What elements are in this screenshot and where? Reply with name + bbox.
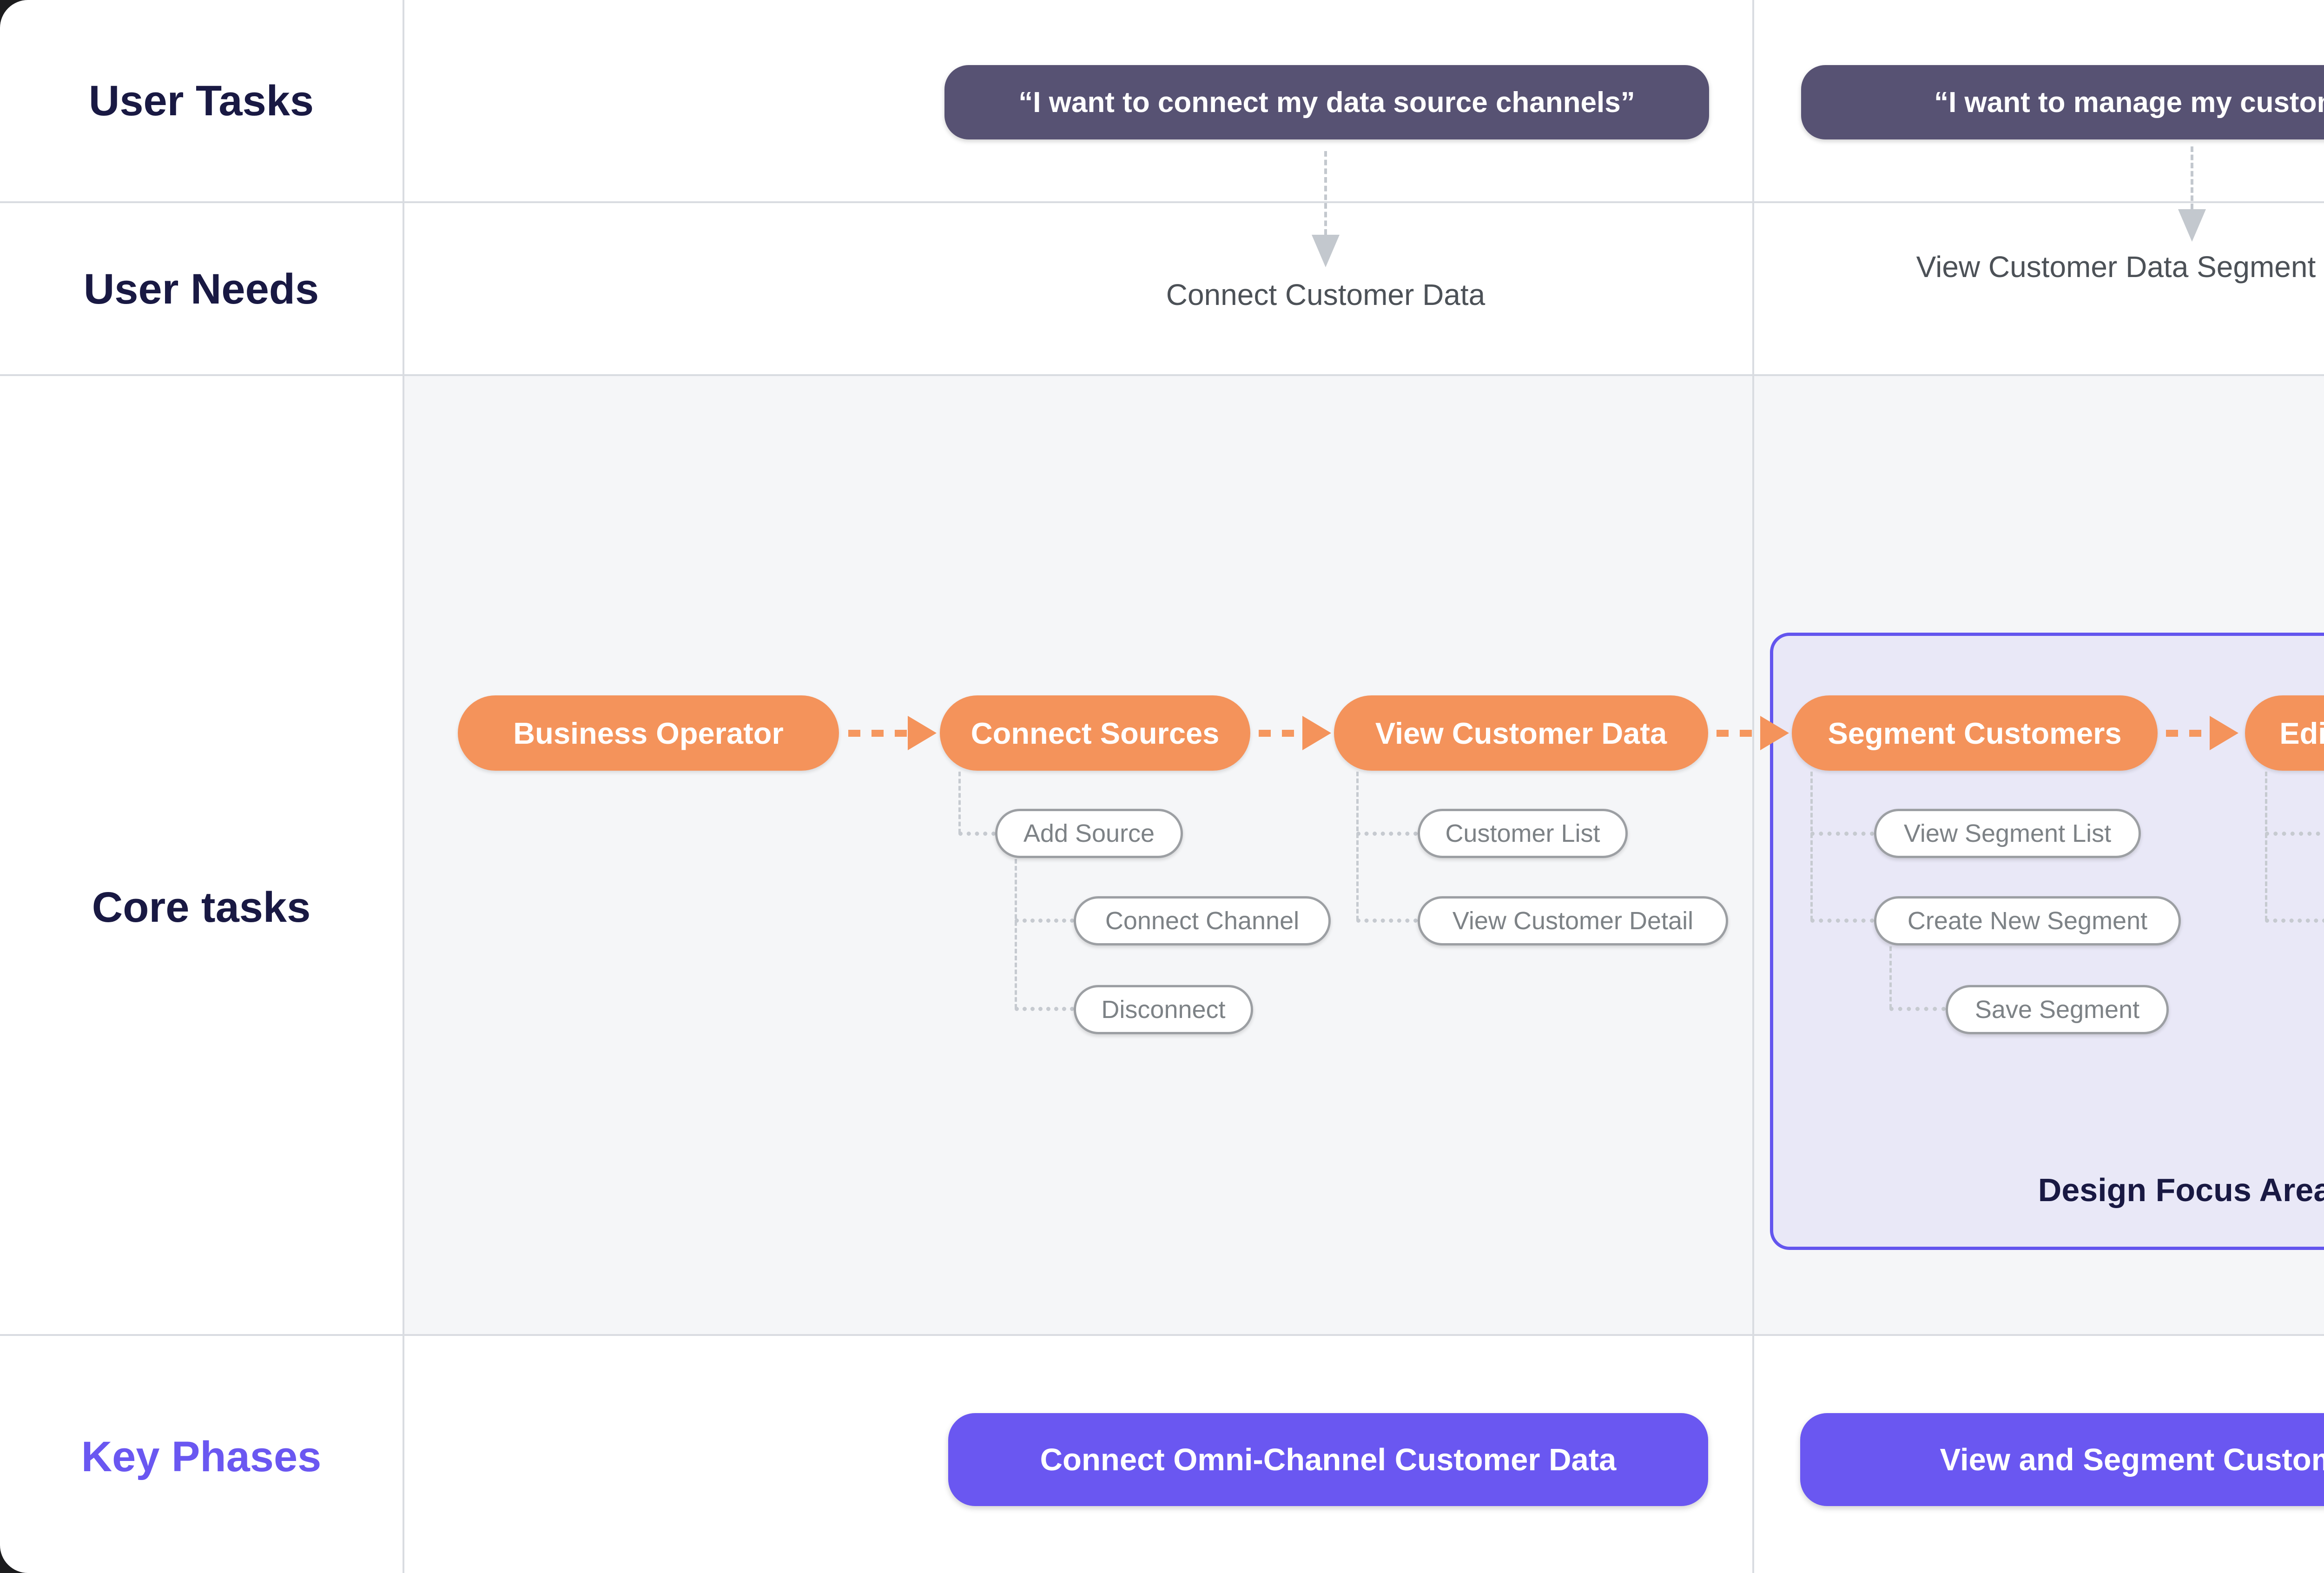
subtask-disconnect[interactable]: Disconnect (1074, 985, 1253, 1034)
subtask-connector (2265, 772, 2267, 920)
subtask-connector (1356, 832, 1418, 836)
arrow-right-icon (1760, 716, 1789, 750)
grid-line-row3 (0, 1334, 2324, 1336)
node-view-customer-data[interactable]: View Customer Data (1334, 695, 1708, 771)
subtask-connector (1356, 772, 1359, 920)
node-connect-sources[interactable]: Connect Sources (940, 695, 1250, 771)
subtask-connector (1810, 919, 1874, 923)
quote-pill-manage-data[interactable]: “I want to manage my customer data” (1801, 65, 2324, 139)
arrow-down-icon (1312, 235, 1340, 267)
subtask-customer-list[interactable]: Customer List (1418, 809, 1628, 858)
subtask-view-customer-detail[interactable]: View Customer Detail (1418, 896, 1728, 945)
flow-arrow-dash (1717, 730, 1761, 737)
subtask-connector (1810, 772, 1813, 920)
flow-arrow-dash (2166, 730, 2211, 737)
subtask-connector (1015, 919, 1074, 923)
node-segment-customers[interactable]: Segment Customers (1792, 695, 2158, 771)
quote-to-need-connector-right (2191, 146, 2193, 209)
row-label-core-tasks: Core tasks (92, 884, 311, 931)
subtask-connector (1015, 859, 1017, 1009)
subtask-connect-channel[interactable]: Connect Channel (1074, 896, 1331, 945)
quote-to-need-connector-left (1324, 151, 1327, 235)
row-label-key-phases: Key Phases (81, 1433, 322, 1480)
subtask-create-new-segment[interactable]: Create New Segment (1874, 896, 2181, 945)
row-label-user-needs: User Needs (83, 265, 319, 313)
grid-line-col2 (1752, 0, 1754, 1573)
subtask-connector (1810, 832, 1874, 836)
design-focus-label: Design Focus Areas (2038, 1172, 2324, 1208)
subtask-connector (1015, 1007, 1074, 1011)
node-edit-segments[interactable]: Edit Segments (2245, 695, 2324, 771)
subtask-connector (2265, 919, 2324, 923)
subtask-connector (958, 772, 961, 833)
subtask-connector (958, 832, 996, 836)
subtask-connector (1356, 919, 1418, 923)
user-need-view-segment: View Customer Data Segment Customers (1916, 250, 2324, 284)
quote-pill-connect-sources[interactable]: “I want to connect my data source channe… (944, 65, 1709, 139)
arrow-right-icon (2210, 716, 2238, 750)
subtask-save-segment[interactable]: Save Segment (1946, 985, 2169, 1034)
subtask-connector (2265, 832, 2324, 836)
subtask-connector (1889, 946, 1892, 1009)
arrow-right-icon (1302, 716, 1331, 750)
key-phase-view-segment-button[interactable]: View and Segment Customer Data (1800, 1413, 2324, 1506)
user-need-connect-data: Connect Customer Data (1166, 278, 1486, 311)
flow-arrow-dash (1259, 730, 1303, 737)
subtask-connector (1889, 1007, 1946, 1011)
arrow-right-icon (908, 716, 937, 750)
grid-line-row1 (0, 201, 2324, 203)
row-label-user-tasks: User Tasks (88, 77, 314, 125)
grid-line-col1 (403, 0, 404, 1573)
subtask-add-source[interactable]: Add Source (995, 809, 1183, 858)
flow-arrow-dash (848, 730, 908, 737)
grid-line-row2 (0, 374, 2324, 376)
arrow-down-icon (2178, 209, 2206, 242)
node-business-operator[interactable]: Business Operator (458, 695, 839, 771)
key-phase-connect-button[interactable]: Connect Omni-Channel Customer Data (948, 1413, 1708, 1506)
subtask-view-segment-list[interactable]: View Segment List (1874, 809, 2141, 858)
